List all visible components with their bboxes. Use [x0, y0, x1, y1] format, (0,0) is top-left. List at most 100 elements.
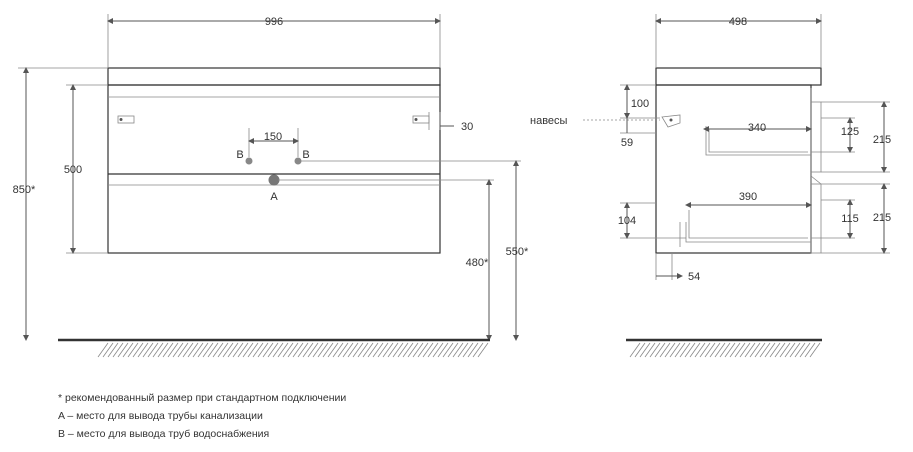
side-upper-drawer-front [810, 101, 822, 173]
hatch-line [719, 342, 731, 358]
dim-100: 100 [631, 98, 649, 110]
hatch-line [287, 342, 299, 358]
hatch-line [252, 342, 264, 358]
hatch-line [132, 342, 144, 358]
hatch-line [167, 342, 179, 358]
hatch-line [202, 342, 214, 358]
hatch-line [809, 342, 821, 358]
hatch-line [392, 342, 404, 358]
hatch-line [382, 342, 394, 358]
hatch-line [669, 342, 681, 358]
hatch-line [472, 342, 484, 358]
hinge-left-icon [117, 115, 135, 124]
hatch-line [307, 342, 319, 358]
hinge-right-icon [412, 115, 430, 124]
hatch-line [372, 342, 384, 358]
hatch-line [342, 342, 354, 358]
hatch-line [427, 342, 439, 358]
label-b-right: B [302, 149, 309, 161]
label-a: A [270, 191, 278, 203]
hatch-line [272, 342, 284, 358]
hatch-line [477, 342, 489, 358]
dim-125: 125 [841, 126, 859, 138]
dim-total-height: 850* [13, 184, 36, 196]
hatch-line [142, 342, 154, 358]
hatch-line [302, 342, 314, 358]
hatch-line [417, 342, 429, 358]
hatch-line [714, 342, 726, 358]
hatch-line [217, 342, 229, 358]
side-floor-hatch [629, 342, 821, 358]
dim-pipe-b-height: 550* [506, 246, 529, 258]
hatch-line [779, 342, 791, 358]
hatch-line [629, 342, 641, 358]
hatch-line [659, 342, 671, 358]
hatch-line [212, 342, 224, 358]
hatch-line [322, 342, 334, 358]
hatch-line [267, 342, 279, 358]
hatch-line [232, 342, 244, 358]
hatch-line [152, 342, 164, 358]
hatch-line [462, 342, 474, 358]
hatch-line [674, 342, 686, 358]
front-view: 996 850* 500 150 B B A 30 480* 550* [13, 14, 529, 358]
side-cabinet-body [655, 84, 812, 254]
hatch-line [277, 342, 289, 358]
hatch-line [262, 342, 274, 358]
dim-215-top: 215 [873, 134, 891, 146]
hatch-line [247, 342, 259, 358]
hatch-line [237, 342, 249, 358]
hatch-line [644, 342, 656, 358]
notes-block: * рекомендованный размер при стандартном… [58, 389, 346, 443]
hinges-label: навесы [530, 115, 568, 127]
hatch-line [112, 342, 124, 358]
hatch-line [407, 342, 419, 358]
hatch-line [327, 342, 339, 358]
label-b-left: B [236, 149, 243, 161]
hatch-line [297, 342, 309, 358]
dim-104: 104 [618, 215, 636, 227]
hatch-line [729, 342, 741, 358]
hatch-line [367, 342, 379, 358]
hatch-line [739, 342, 751, 358]
hatch-line [257, 342, 269, 358]
hatch-line [422, 342, 434, 358]
hatch-line [107, 342, 119, 358]
dim-340: 340 [748, 122, 766, 134]
hatch-line [292, 342, 304, 358]
hatch-line [649, 342, 661, 358]
hatch-line [764, 342, 776, 358]
hatch-line [337, 342, 349, 358]
hatch-line [754, 342, 766, 358]
dim-hinge-offset: 30 [461, 121, 473, 133]
hatch-line [222, 342, 234, 358]
hatch-line [457, 342, 469, 358]
hatch-line [117, 342, 129, 358]
hatch-line [312, 342, 324, 358]
side-hinge-icon [661, 114, 681, 128]
hatch-line [192, 342, 204, 358]
hatch-line [102, 342, 114, 358]
hatch-line [172, 342, 184, 358]
hatch-line [187, 342, 199, 358]
front-countertop [107, 67, 441, 86]
side-upper-drawer-box [705, 126, 811, 156]
dim-215-bottom: 215 [873, 212, 891, 224]
side-view: навесы 498 100 340 59 125 215 [530, 14, 891, 358]
hatch-line [639, 342, 651, 358]
hatch-line [397, 342, 409, 358]
hatch-line [447, 342, 459, 358]
hatch-line [699, 342, 711, 358]
hatch-line [704, 342, 716, 358]
hatch-line [442, 342, 454, 358]
pipe-a-icon [268, 174, 280, 186]
hatch-line [804, 342, 816, 358]
hatch-line [452, 342, 464, 358]
hatch-line [137, 342, 149, 358]
dim-depth: 498 [729, 16, 747, 28]
dim-59: 59 [621, 137, 633, 149]
dim-115: 115 [841, 213, 859, 225]
hatch-line [432, 342, 444, 358]
front-floor-hatch [97, 342, 489, 358]
